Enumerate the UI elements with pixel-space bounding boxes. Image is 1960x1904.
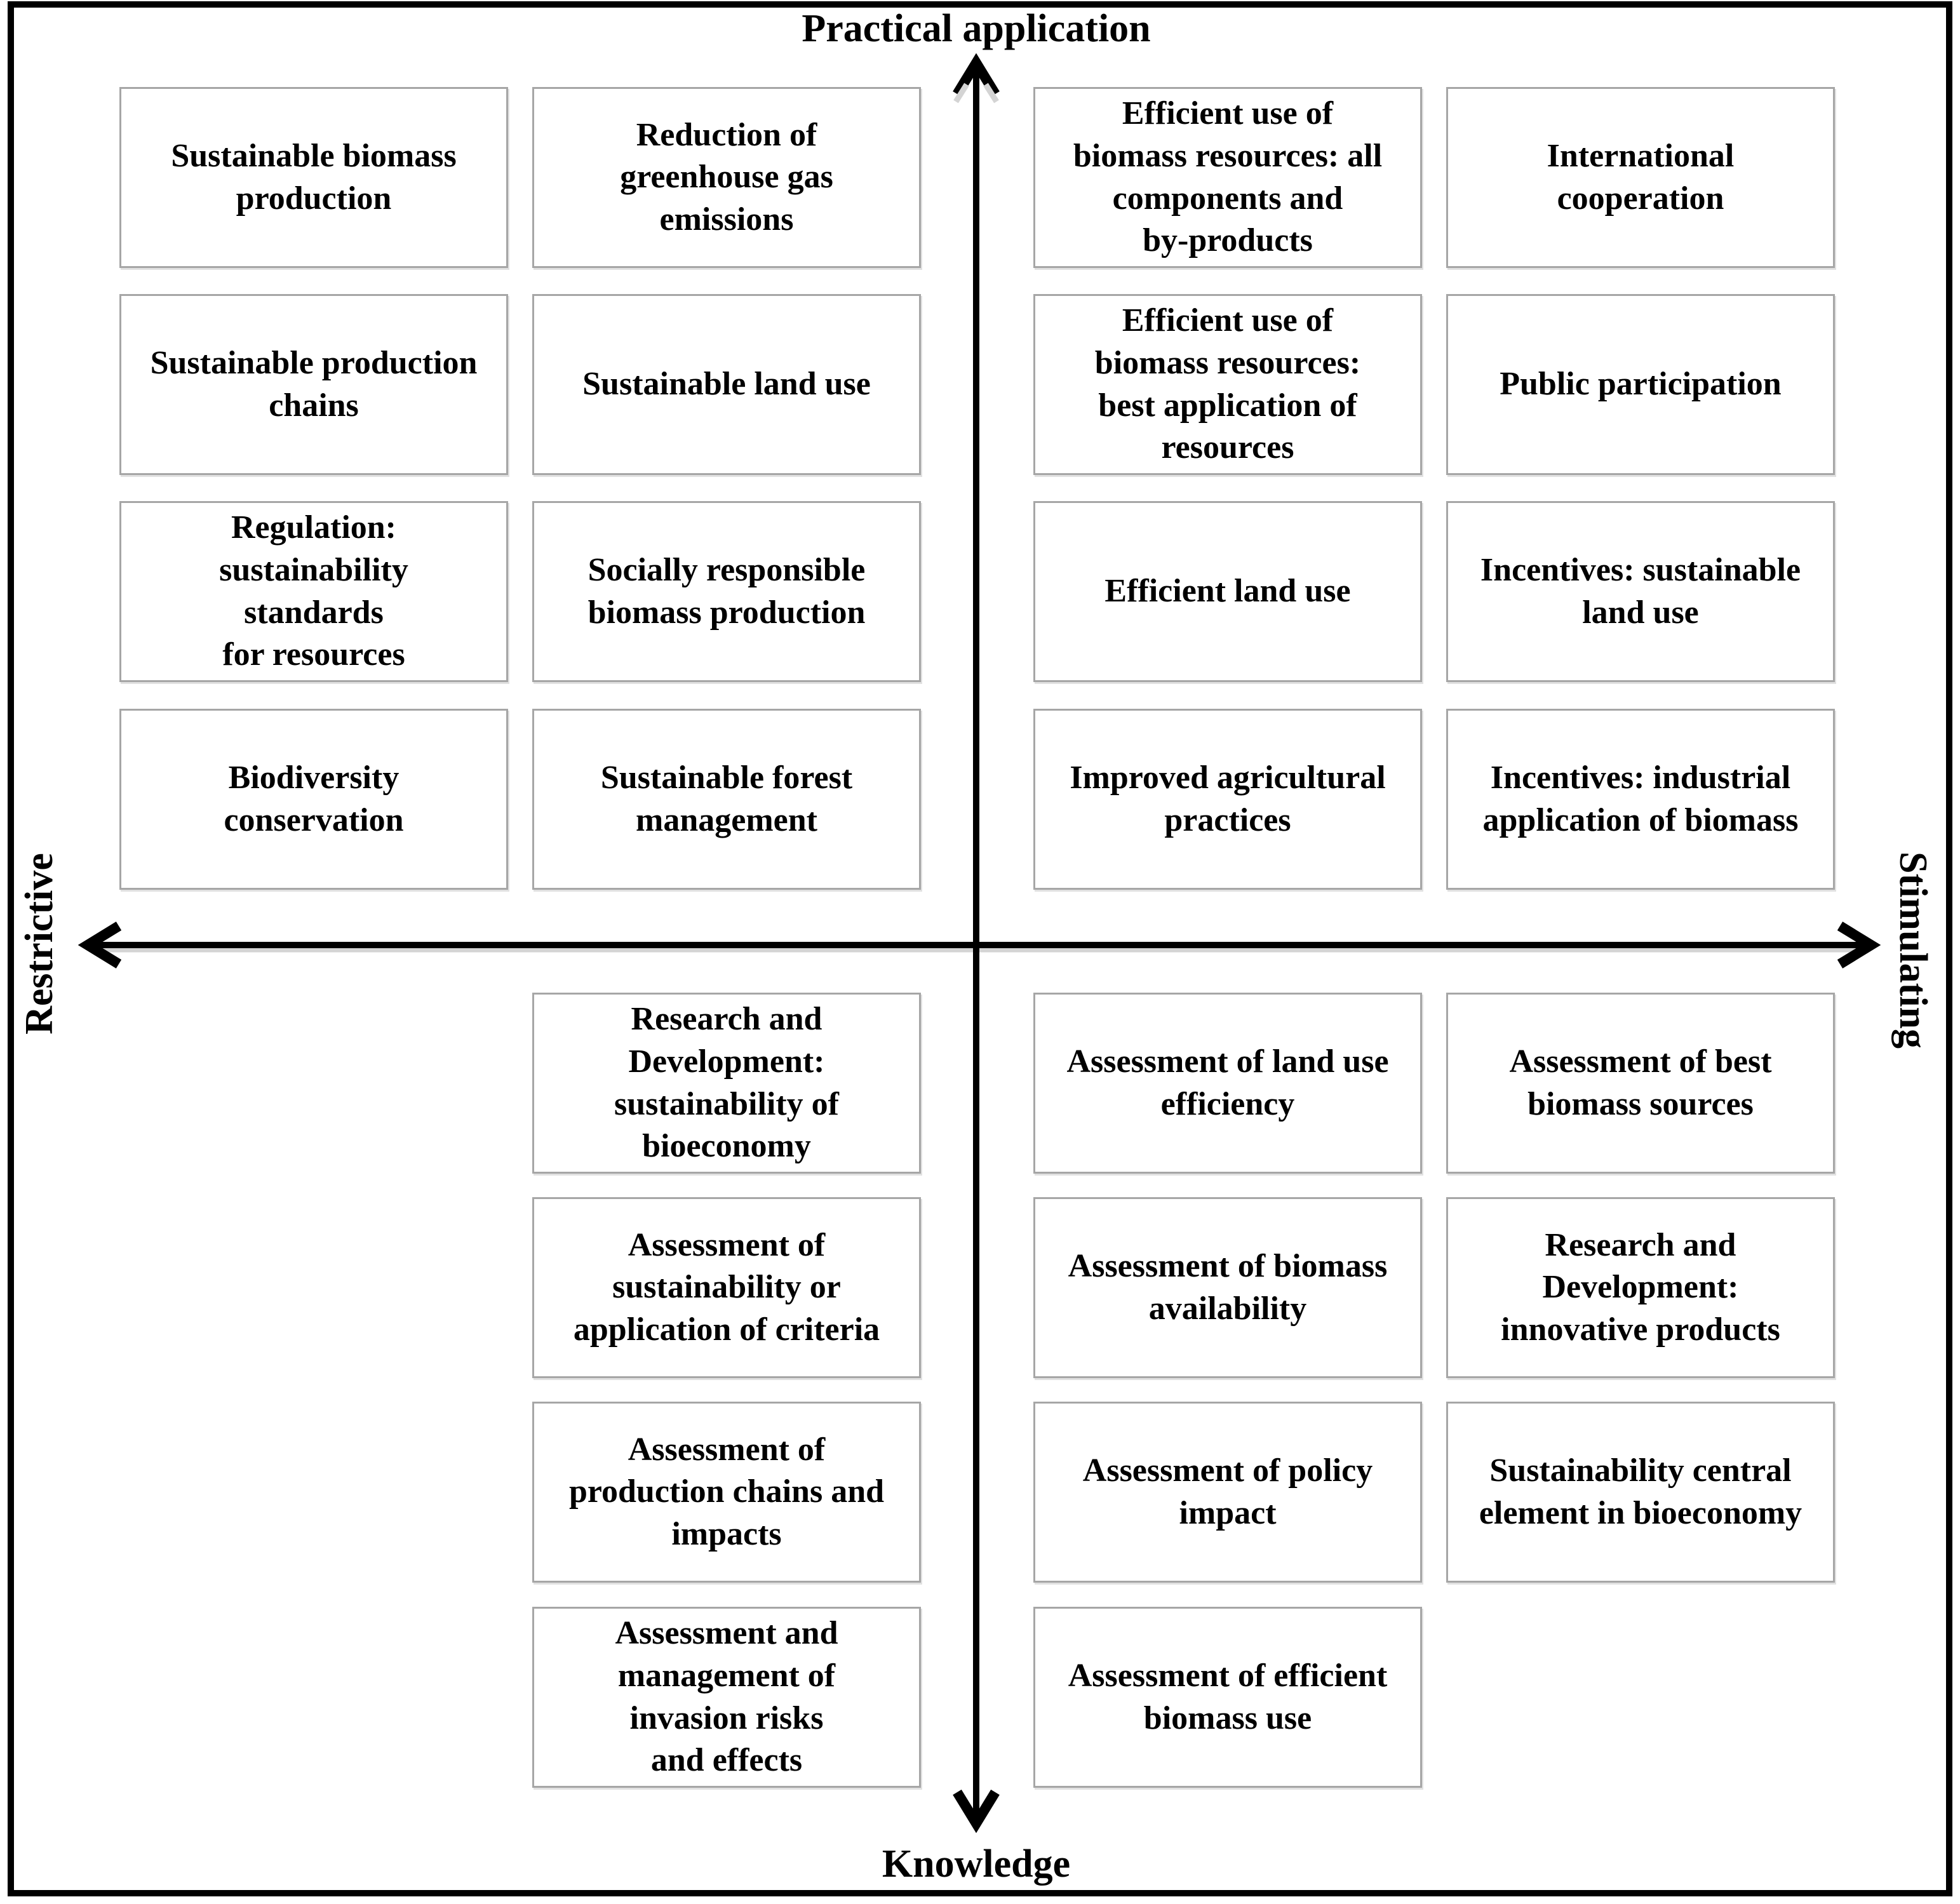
box-label: Sustainability central element in bioeco… [1479, 1452, 1802, 1531]
box-assessment-invasion-risks: Assessment and management of invasion ri… [532, 1607, 921, 1788]
box-label: Assessment and management of invasion ri… [615, 1615, 838, 1779]
box-label: Efficient use of biomass resources: best… [1094, 302, 1361, 466]
box-label: Research and Development: innovative pro… [1501, 1226, 1780, 1348]
box-label: Incentives: sustainable land use [1480, 551, 1801, 631]
box-label: Assessment of production chains and impa… [568, 1431, 885, 1552]
box-label: Efficient use of biomass resources: all … [1073, 95, 1383, 259]
box-assessment-production-chains: Assessment of production chains and impa… [532, 1402, 921, 1583]
box-efficient-use-best-application: Efficient use of biomass resources: best… [1033, 294, 1422, 475]
box-assessment-policy-impact: Assessment of policy impact [1033, 1402, 1422, 1583]
box-label: Assessment of best biomass sources [1509, 1043, 1772, 1122]
box-assessment-land-use-efficiency: Assessment of land use efficiency [1033, 993, 1422, 1174]
box-label: Improved agricultural practices [1070, 759, 1386, 838]
box-label: Reduction of greenhouse gas emissions [620, 116, 833, 238]
axis-label-knowledge: Knowledge [882, 1842, 1071, 1886]
box-sustainable-biomass-production: Sustainable biomass production [119, 87, 508, 268]
box-efficient-use-all-components: Efficient use of biomass resources: all … [1033, 87, 1422, 268]
box-label: Assessment of policy impact [1082, 1452, 1373, 1531]
box-sustainability-central-element: Sustainability central element in bioeco… [1446, 1402, 1835, 1583]
box-label: International cooperation [1547, 137, 1735, 217]
box-label: Assessment of land use efficiency [1066, 1043, 1389, 1122]
box-label: Assessment of efficient biomass use [1068, 1657, 1388, 1736]
box-label: Regulation: sustainability standards for… [219, 509, 408, 673]
box-label: Socially responsible biomass production [587, 551, 866, 631]
box-label: Assessment of biomass availability [1068, 1247, 1388, 1327]
box-sustainable-land-use: Sustainable land use [532, 294, 921, 475]
axis-label-practical-application: Practical application [802, 7, 1151, 50]
box-assessment-sustainability-criteria: Assessment of sustainability or applicat… [532, 1197, 921, 1378]
box-label: Sustainable land use [582, 366, 871, 403]
axis-label-restrictive: Restrictive [18, 853, 61, 1035]
box-biodiversity-conservation: Biodiversity conservation [119, 709, 508, 890]
box-rd-innovative-products: Research and Development: innovative pro… [1446, 1197, 1835, 1378]
box-assessment-best-biomass-sources: Assessment of best biomass sources [1446, 993, 1835, 1174]
figure-border [8, 1, 1952, 1896]
box-label: Biodiversity conservation [224, 759, 404, 838]
box-label: Public participation [1500, 366, 1782, 403]
box-international-cooperation: International cooperation [1446, 87, 1835, 268]
box-assessment-biomass-availability: Assessment of biomass availability [1033, 1197, 1422, 1378]
box-label: Sustainable production chains [150, 344, 478, 424]
box-label: Sustainable biomass production [171, 137, 457, 217]
axis-label-stimulating: Stimulating [1891, 851, 1935, 1049]
box-sustainable-production-chains: Sustainable production chains [119, 294, 508, 475]
box-label: Research and Development: sustainability… [614, 1001, 839, 1165]
box-label: Incentives: industrial application of bi… [1482, 759, 1799, 838]
box-efficient-land-use: Efficient land use [1033, 501, 1422, 682]
box-incentives-sustainable-land-use: Incentives: sustainable land use [1446, 501, 1835, 682]
box-rd-sustainability-bioeconomy: Research and Development: sustainability… [532, 993, 921, 1174]
box-incentives-industrial-application: Incentives: industrial application of bi… [1446, 709, 1835, 890]
box-label: Assessment of sustainability or applicat… [573, 1226, 880, 1348]
box-sustainable-forest-management: Sustainable forest management [532, 709, 921, 890]
box-socially-responsible-biomass: Socially responsible biomass production [532, 501, 921, 682]
box-regulation-sustainability-standards: Regulation: sustainability standards for… [119, 501, 508, 682]
box-label: Efficient land use [1104, 573, 1351, 610]
box-reduction-greenhouse-gas: Reduction of greenhouse gas emissions [532, 87, 921, 268]
box-improved-agricultural-practices: Improved agricultural practices [1033, 709, 1422, 890]
box-label: Sustainable forest management [600, 759, 853, 838]
box-assessment-efficient-biomass-use: Assessment of efficient biomass use [1033, 1607, 1422, 1788]
box-public-participation: Public participation [1446, 294, 1835, 475]
